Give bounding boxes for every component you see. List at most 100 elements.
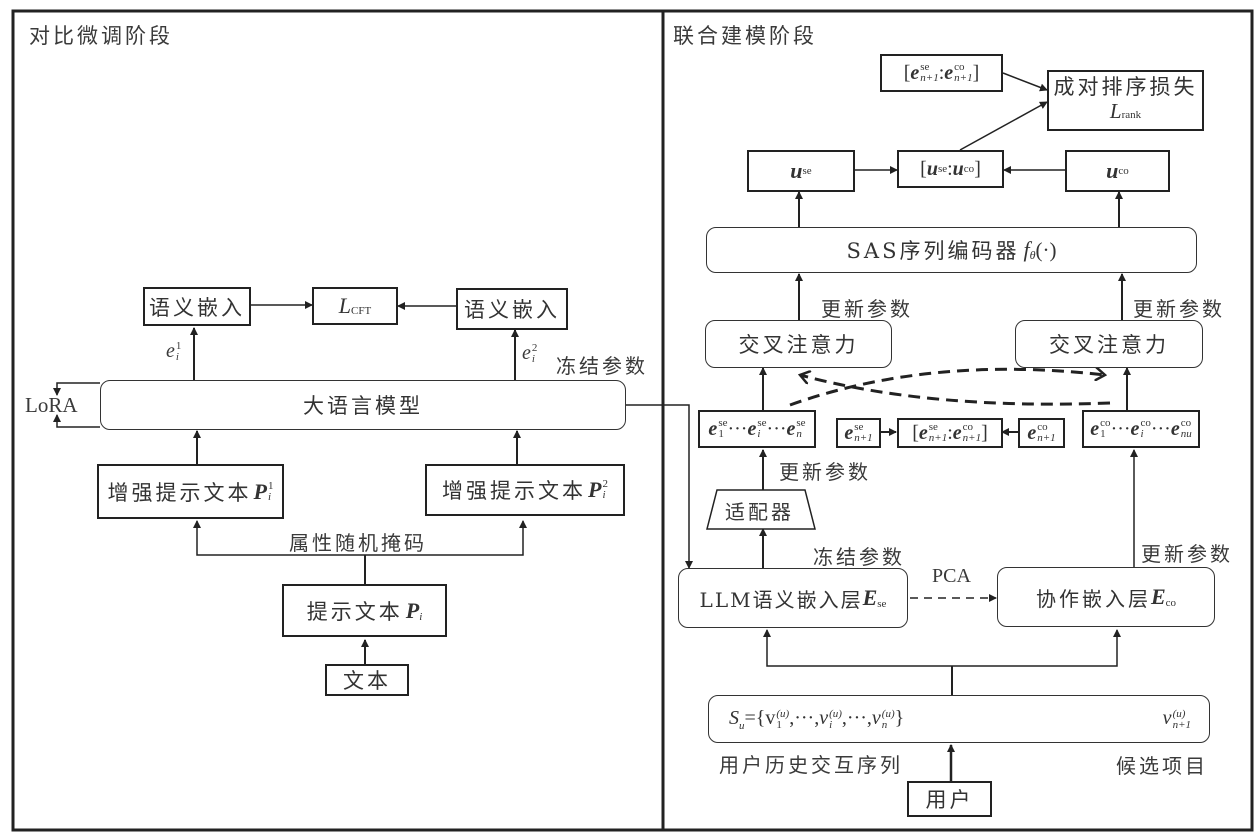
E-se-sub: se: [877, 598, 887, 610]
sub-n1: n+1: [962, 432, 982, 444]
sup-co: co: [1037, 421, 1048, 433]
concat-sep: :: [947, 421, 953, 444]
bracket-close: ]: [972, 61, 980, 84]
bracket-close: ]: [974, 157, 981, 180]
semantic-embed-right-label: 语义嵌入: [464, 298, 560, 322]
sub-n1: n+1: [854, 432, 873, 444]
e1-symbol: e: [166, 340, 175, 362]
history-label: 用户历史交互序列: [719, 753, 903, 777]
update-params-label-left: 更新参数: [821, 297, 913, 321]
f-args: (·): [1035, 237, 1057, 262]
llm-label: 大语言模型: [303, 394, 423, 418]
lora-bracket-top: [53, 382, 100, 396]
sub-n1: n+1: [920, 72, 939, 84]
E-co-sub: co: [1165, 597, 1177, 609]
prompt-text-sub: i: [419, 610, 423, 623]
v-sub-n1: n+1: [1172, 718, 1191, 731]
left-panel-title: 对比微调阶段: [29, 24, 173, 48]
sub-nu: nu: [1180, 428, 1192, 440]
v-sup: (u): [881, 707, 895, 720]
e-symbol: e: [1090, 417, 1100, 440]
v-symbol: v: [871, 707, 881, 730]
E-co-symbol: E: [1150, 584, 1166, 609]
e2-sub: i: [531, 353, 535, 366]
mask-branch-right: [365, 520, 527, 556]
theta-sub: θ: [1029, 247, 1036, 262]
sequence-box: Su={v(u)1,···,v(u)i,···,v(u)n} v(u)n+1: [708, 695, 1210, 743]
sub-1: 1: [718, 428, 724, 440]
sub-i: i: [1140, 428, 1144, 440]
llm-embed-label: LLM语义嵌入层: [699, 587, 863, 612]
adapter-label: 适配器: [725, 500, 794, 524]
pca-label: PCA: [932, 565, 971, 587]
sub-n: n: [796, 428, 802, 440]
bracket-open: [: [920, 157, 927, 180]
e1-sub: i: [175, 351, 179, 364]
aug-prompt-1-sub: i: [267, 490, 272, 503]
attr-mask-label: 属性随机掩码: [289, 531, 427, 555]
ellipsis: ···: [1150, 417, 1171, 440]
lora-label: LoRA: [25, 393, 78, 417]
llm-box: 大语言模型: [100, 380, 626, 430]
ellipsis: ···: [846, 707, 867, 730]
sup-co: co: [962, 421, 974, 433]
sup-se: se: [718, 417, 728, 429]
set-open: ={v: [744, 707, 776, 730]
sub-1: 1: [1100, 428, 1106, 440]
aug-prompt-1-symbol: P: [253, 478, 267, 504]
right-panel-title: 联合建模阶段: [673, 24, 817, 48]
rank-loss-symbol: L: [1109, 98, 1122, 123]
sub-n1: n+1: [1037, 432, 1056, 444]
ellipsis: ···: [794, 707, 815, 730]
cross-attn-right-label: 交叉注意力: [1049, 333, 1169, 357]
e-co-symbol: e: [1027, 421, 1037, 444]
e2-symbol: e: [522, 342, 531, 364]
aug-prompt-2-symbol: P: [588, 477, 602, 502]
e1-sup: 1: [175, 340, 182, 353]
cross-attn-left-box: 交叉注意力: [705, 320, 892, 368]
sub-i: i: [757, 428, 761, 440]
prompt-text-label: 提示文本: [306, 599, 403, 624]
adapter-trapezoid: [706, 489, 816, 530]
semantic-embed-left-label: 语义嵌入: [149, 295, 245, 320]
sup-co: co: [954, 61, 965, 73]
v-sup: (u): [776, 707, 790, 720]
loss-cft-subscript: CFT: [351, 305, 372, 317]
freeze-params-label-right: 冻结参数: [813, 545, 905, 569]
e-co-symbol: e: [944, 61, 954, 84]
u-co-symbol: u: [1106, 158, 1119, 183]
e-symbol: e: [1130, 417, 1140, 440]
arrow-uconcat-to-rankloss: [959, 101, 1048, 151]
sup-se: se: [796, 417, 806, 429]
update-params-label-right: 更新参数: [1133, 297, 1225, 321]
v-symbol: v: [819, 707, 829, 730]
split-to-llm-embed: [763, 629, 952, 667]
text-box: 文本: [325, 664, 409, 696]
ellipsis: ···: [1110, 417, 1131, 440]
sequence-expression: Su={v(u)1,···,v(u)i,···,v(u)n}: [729, 707, 905, 733]
user-box: 用户: [907, 781, 992, 817]
mask-branch-left: [193, 520, 365, 556]
u-se-symbol: u: [790, 158, 803, 183]
split-to-co-embed: [952, 629, 1121, 667]
e-symbol: e: [708, 417, 718, 440]
freeze-params-label-left: 冻结参数: [556, 354, 648, 378]
dashed-cross-co-to-se: [800, 375, 1111, 406]
sas-encoder-label: SAS序列编码器: [846, 239, 1020, 263]
sup-co: co: [1180, 417, 1192, 429]
v-sub-1: 1: [776, 718, 782, 731]
v-symbol: v: [1162, 707, 1172, 730]
sup-co: co: [1140, 417, 1151, 429]
co-embed-label: 协作嵌入层: [1035, 586, 1151, 611]
